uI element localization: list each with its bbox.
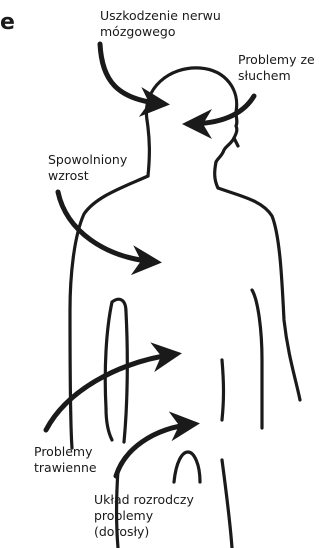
right-arm-inner — [252, 290, 262, 428]
arrow-nerve — [100, 44, 164, 104]
label-growth: Spowolniony wzrost — [48, 152, 127, 184]
label-digestive: Problemy trawienne — [34, 444, 97, 476]
arrow-hearing — [188, 96, 254, 124]
body-right-outline — [218, 188, 300, 400]
arrow-reproductive — [116, 424, 194, 476]
label-reproductive: Układ rozrodczy problemy (dorosły) — [94, 492, 194, 540]
leg-right — [222, 460, 232, 548]
neck-left — [147, 120, 149, 176]
left-hand — [106, 408, 112, 440]
arrow-digestive — [46, 354, 176, 430]
crotch — [174, 452, 200, 482]
label-nerve: Uszkodzenie nerwu mózgowego — [100, 8, 221, 40]
right-torso-side — [222, 360, 224, 420]
face-detail — [234, 138, 238, 146]
head-outline — [146, 68, 236, 162]
neck-right — [215, 162, 218, 188]
label-hearing: Problemy ze słuchem — [238, 52, 315, 84]
